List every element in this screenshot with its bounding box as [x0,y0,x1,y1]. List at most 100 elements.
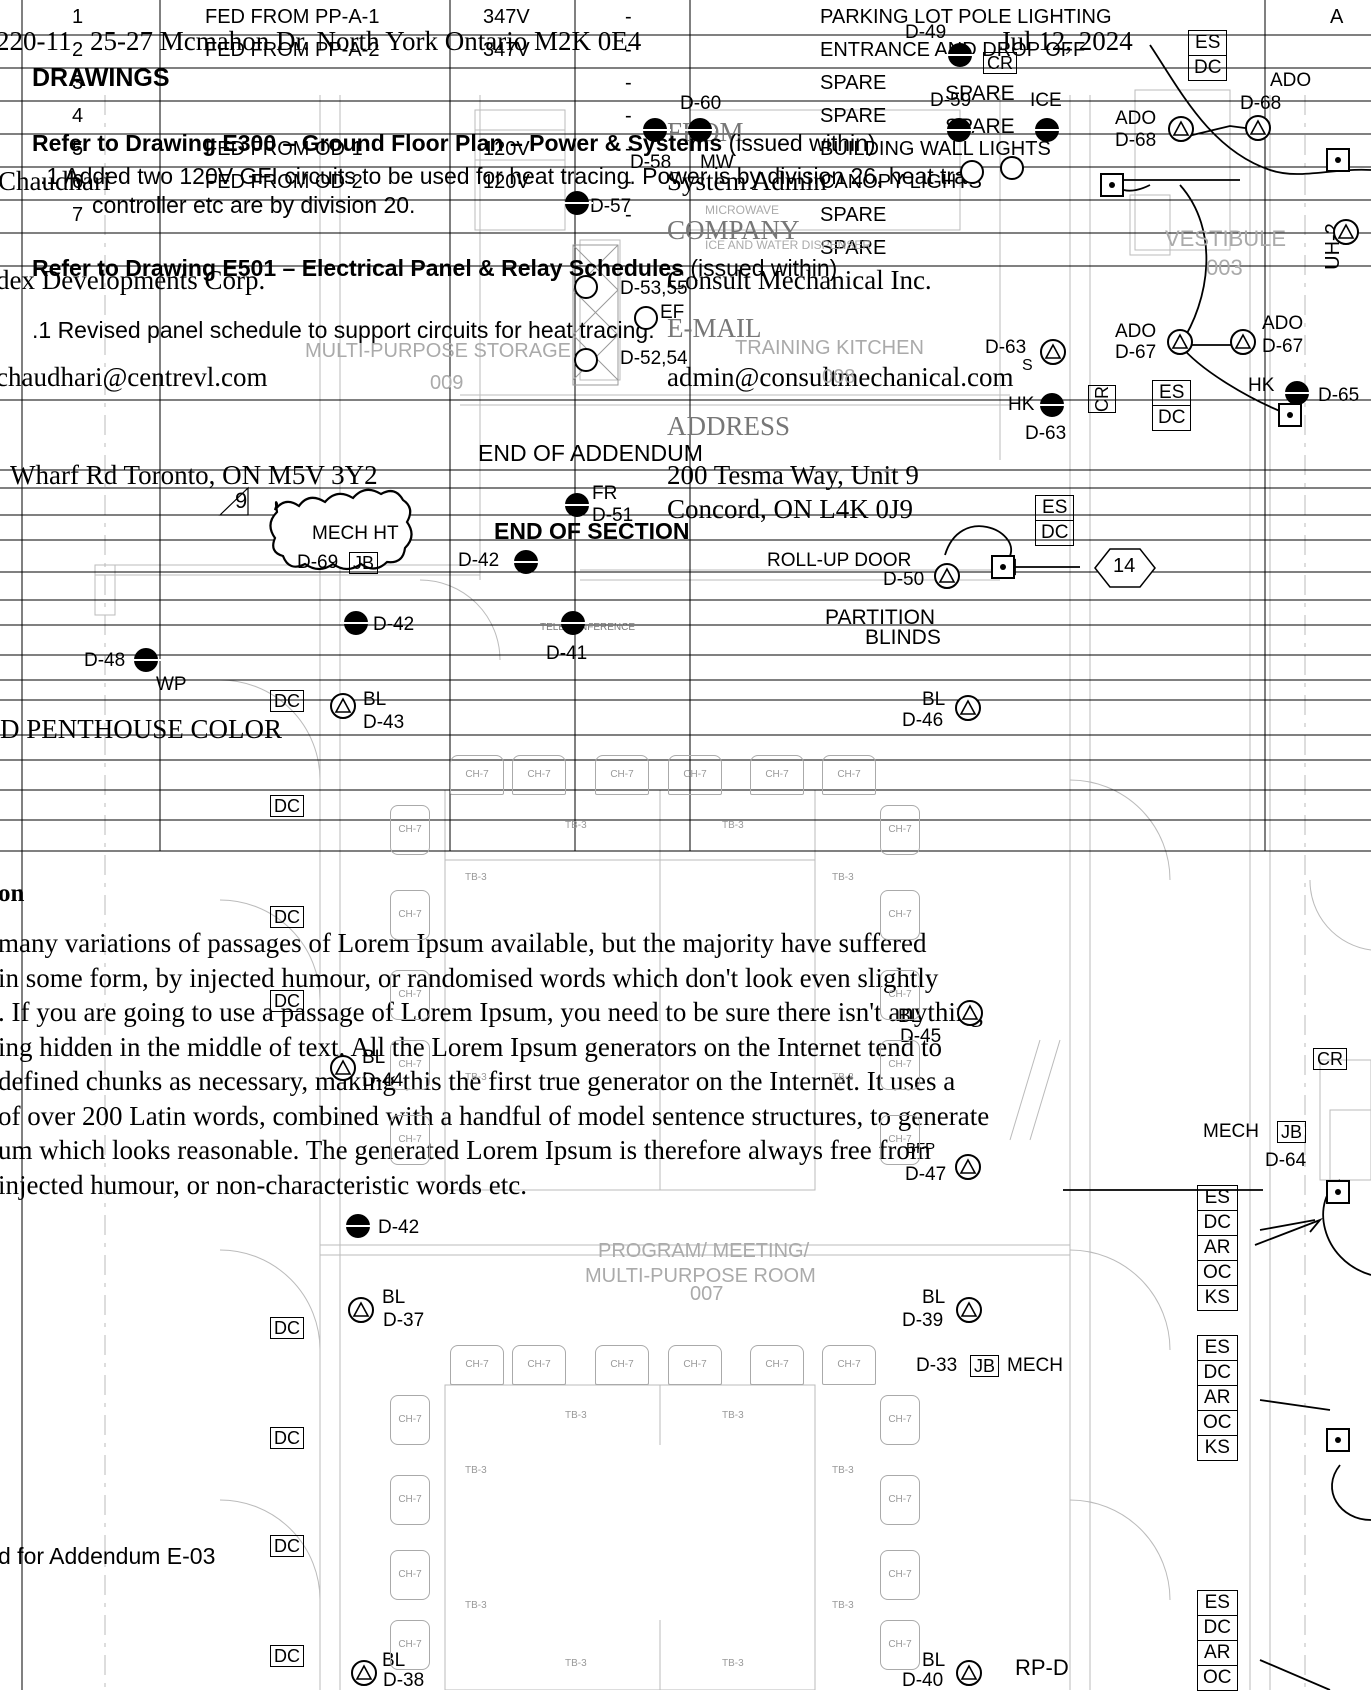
plan-label-d46: D-46 [902,710,944,731]
tag-ks: KS [1204,1437,1230,1458]
plan-label-d42: D-42 [373,614,415,635]
table-tag: TB-3 [832,872,854,883]
tag-dc-box: DC [270,906,304,928]
tag-dc-box: DC [270,795,304,817]
plan-label-ice: ICE [1030,90,1062,111]
email-value: admin@consultmechanical.com [667,362,1014,392]
plan-label-bl: BL [363,689,387,710]
table-tag: TB-3 [565,820,587,831]
chair: CH-7 [750,755,804,795]
table-tag: TB-3 [722,1410,744,1421]
tag-ks: KS [1204,1287,1230,1308]
table-tag: TB-3 [722,1658,744,1669]
plan-label-d69: D-69 [297,552,339,573]
plan-label-wp: WP [156,674,187,695]
chair: CH-7 [390,1620,430,1670]
chair: CH-7 [390,970,430,1020]
address-line-1: 200 Tesma Way, Unit 9 [667,460,919,490]
uh2-symbol-glyph [1337,223,1355,239]
email-label: E-MAIL [667,313,762,343]
table-row-dash: - [625,171,632,193]
plan-label-d33: D-33 [916,1355,958,1376]
ef-fan-1 [574,275,598,299]
tag-ar: AR [1198,1386,1237,1411]
ef-fan-3 [634,306,658,330]
table-row-load: SPARE [820,72,887,94]
plan-label-fr: FR [592,483,618,504]
table-corner-text: A [1330,6,1344,28]
plan-label-teleconf: TELECONFERENCE [540,622,636,633]
table-row-num: 1 [72,6,84,28]
chair: CH-7 [880,1550,920,1600]
room-program-1: PROGRAM/ MEETING/ [598,1240,810,1262]
tag-oc: OC [1203,1667,1232,1688]
plan-label-d63a: D-63 [985,337,1027,358]
chair: CH-7 [880,1620,920,1670]
tag-es: ES [1198,1591,1237,1616]
table-row-dash: - [625,105,632,127]
heater-control-dot [1287,412,1293,418]
plan-label-ado: ADO [1270,70,1312,91]
address-label: ADDRESS [667,411,791,441]
tag-es: ES [1036,496,1074,521]
plan-label-mech: MECH [1007,1355,1063,1376]
table-row-load: CANOPY LIGHTS [820,171,982,193]
drawings-heading: DRAWINGS [32,64,170,92]
bl-46-glyph [959,699,977,715]
device-50-glyph [938,567,956,583]
table-row-load: BUILDING WALL LIGHTS [820,138,1051,160]
room-kitchen: TRAINING KITCHEN [735,337,924,359]
tag-jb-box: JB [1277,1121,1307,1143]
chair: CH-7 [512,755,566,795]
end-of-addendum: END OF ADDENDUM [478,440,703,466]
d62-device [960,160,984,184]
lorem-line: many variations of passages of Lorem Ips… [0,928,927,958]
plan-label-rpd: RP-D [1015,1655,1069,1680]
header-date: Jul 12, 2024 [1000,26,1133,56]
ref1-text: Refer to Drawing E300 – Ground Floor Pla… [32,130,723,156]
heater-control-dot [1335,1189,1341,1195]
chair: CH-7 [880,970,920,1020]
plan-label-d47: D-47 [905,1164,947,1185]
table-row-load: PARKING LOT POLE LIGHTING [820,6,1112,28]
plan-label-d41: D-41 [546,643,588,664]
table-row-num: 3 [72,72,84,94]
plan-label-bl: BL [922,1287,946,1308]
plan-label-d63b: D-63 [1025,423,1067,444]
plan-label-d68: D-68 [1115,130,1157,151]
lorem-line: um which looks reasonable. The generated… [0,1135,931,1165]
chair: CH-7 [390,1115,430,1165]
heater-control-dot [1335,157,1341,163]
ref1-tail: (issued within) [728,130,876,156]
lorem-line: in some form, by injected humour, or ran… [0,962,939,993]
ref2-text: Refer to Drawing E501 – Electrical Panel… [32,255,684,281]
plan-label-d59: D-59 [930,90,972,111]
ado-68-glyph [1172,120,1190,136]
table-tag: TB-3 [465,1465,487,1476]
chair: CH-7 [390,1550,430,1600]
plan-label-s: S [1022,357,1033,374]
plan-label-d58: D-58 [630,152,672,173]
ado-67b-glyph [1234,333,1252,349]
plan-label-d65: D-65 [1318,385,1360,406]
plan-label-d67: D-67 [1262,336,1304,357]
chair: CH-7 [390,805,430,855]
plan-label-mw: MW [700,152,734,173]
chair: CH-7 [390,890,430,940]
table-tag: TB-3 [565,1658,587,1669]
plan-label-bl: BL [922,689,946,710]
bl-44-glyph [334,1059,352,1075]
tag-dc-box: DC [270,1317,304,1339]
table-tag: TB-3 [565,1410,587,1421]
plan-label-ef: EF [660,302,685,323]
chair: CH-7 [822,1345,876,1385]
plan-label-mech: MECH [1203,1121,1259,1142]
table-tag: TB-3 [832,1072,854,1083]
room-vestibule: VESTIBULE [1165,226,1287,251]
chair: CH-7 [595,1345,649,1385]
chair: CH-7 [390,1040,430,1090]
